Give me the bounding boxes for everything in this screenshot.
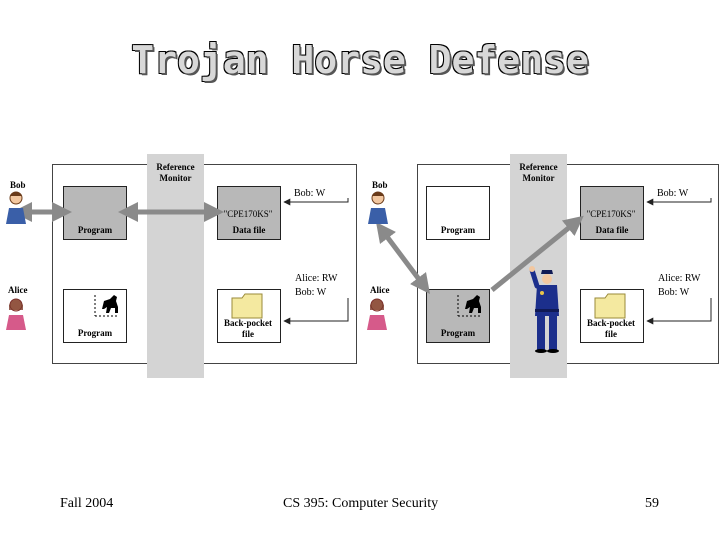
left-acl-bottom-1: Alice: RW	[295, 273, 338, 284]
right-acl-bottom-1: Alice: RW	[658, 273, 701, 284]
slide-title: Trojan Horse Defense	[131, 38, 589, 82]
right-data-file-label: Data file	[595, 225, 629, 235]
left-acl-bottom-pointer	[283, 298, 349, 325]
right-acl-top: Bob: W	[657, 188, 689, 199]
left-monitor-label: Reference Monitor	[156, 162, 195, 183]
left-acl-top: Bob: W	[294, 188, 326, 199]
right-acl-bottom-pointer	[646, 298, 712, 325]
right-monitor-label: Reference Monitor	[519, 162, 558, 183]
bob-person-icon	[6, 191, 26, 224]
right-blocked-arrow	[490, 215, 584, 292]
left-acl-top-pointer	[283, 198, 349, 206]
right-data-file	[580, 186, 644, 240]
folder-icon	[594, 293, 626, 319]
right-bob-to-program-arrow	[376, 222, 430, 294]
left-acl-bottom-2: Bob: W	[295, 287, 327, 298]
right-program-top	[426, 186, 490, 240]
trojan-horse-icon	[465, 295, 481, 313]
right-acl-top-pointer	[646, 198, 712, 206]
trojan-horse-icon	[102, 295, 118, 313]
footer-course: CS 395: Computer Security	[283, 496, 439, 511]
right-program-bottom-label: Program	[440, 328, 476, 338]
right-pocket-file-label: Back-pocket file	[587, 318, 635, 339]
left-pocket-file-label: Back-pocket file	[224, 318, 272, 339]
left-bob-label: Bob	[10, 180, 26, 190]
left-alice-label: Alice	[8, 285, 28, 295]
right-bob-label: Bob	[372, 180, 388, 190]
alice-person-icon	[6, 298, 26, 330]
folder-icon	[231, 293, 263, 319]
left-program-bottom-label: Program	[77, 328, 113, 338]
left-program-top	[63, 186, 127, 240]
alice-person-icon	[367, 298, 387, 330]
left-reference-monitor	[147, 154, 204, 378]
bob-person-icon	[368, 191, 388, 224]
left-data-file-name: "CPE170KS"	[223, 209, 273, 219]
right-data-file-name: "CPE170KS"	[586, 209, 636, 219]
left-data-file-label: Data file	[232, 225, 266, 235]
footer-page-number: 59	[645, 496, 659, 511]
police-officer-icon	[529, 266, 559, 353]
right-acl-bottom-2: Bob: W	[658, 287, 690, 298]
footer-date: Fall 2004	[60, 496, 114, 511]
left-program-top-label: Program	[77, 225, 113, 235]
right-program-top-label: Program	[440, 225, 476, 235]
